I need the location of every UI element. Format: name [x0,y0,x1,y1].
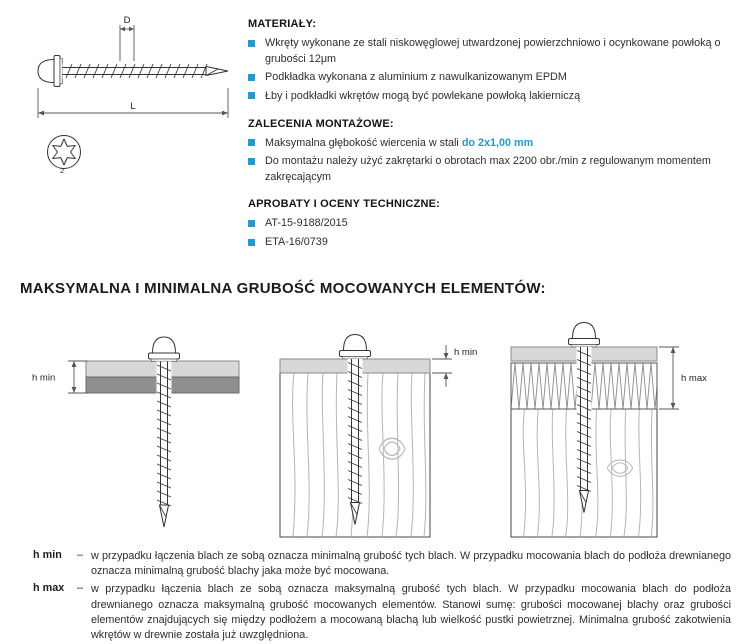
screw-horizontal [37,55,229,87]
bullet-square-icon [248,157,255,165]
assembly-item-highlight: do 2x1,00 mm [461,136,534,149]
approval-item: AT-15-9188/2015 [265,217,348,230]
diagram-sheet-to-sheet: h min [32,336,240,528]
list-item: Łby i podkładki wkrętów mogą być powleka… [248,89,731,105]
list-item: AT-15-9188/2015 [248,216,731,232]
list-item: Wkręty wykonane ze stali niskowęglowej u… [248,36,731,67]
definition-dash: – [77,582,84,595]
section-title: MAKSYMALNA I MINIMALNA GRUBOŚĆ MOCOWANYC… [20,279,546,297]
bullet-square-icon [248,92,255,100]
materials-heading: MATERIAŁY: [248,18,317,30]
h-min-label: h min [32,372,55,383]
assembly-block: ZALECENIA MONTAŻOWE: Maksymalna głębokoś… [248,118,731,186]
torx-drive-view: 2 [47,135,81,175]
definition-text: w przypadku łączenia blach ze sobą oznac… [91,583,731,642]
dimension-h-min: h min [32,360,88,394]
definition-dash: – [77,548,84,561]
bullet-square-icon [248,219,255,227]
definition-term: h max [33,582,65,595]
assembly-item-text: Maksymalna głębokość wiercenia w stali [265,136,462,149]
approvals-list: AT-15-9188/2015 ETA-16/0739 [248,216,731,250]
bullet-square-icon [248,238,255,246]
dimension-h-min: h min [431,344,477,387]
drive-size-label: 2 [60,166,64,175]
definition-row: h min – w przypadku łączenia blach ze so… [33,549,731,580]
materials-item: Łby i podkładki wkrętów mogą być powleka… [265,89,581,102]
list-item: ETA-16/0739 [248,235,731,251]
assembly-item: Do montażu należy użyć zakrętarki o obro… [265,155,711,183]
list-item: Maksymalna głębokość wiercenia w stali d… [248,136,731,152]
materials-item: Wkręty wykonane ze stali niskowęglowej u… [265,37,721,65]
diagram-sheet-to-wood: h min [279,333,477,538]
h-min-label: h min [454,347,477,358]
definition-term: h min [33,548,62,561]
info-column: MATERIAŁY: Wkręty wykonane ze stali nisk… [238,14,731,264]
bullet-square-icon [248,73,255,81]
technical-drawing-column: D L 2 [14,14,238,264]
h-max-label: h max [681,373,707,384]
approvals-block: APROBATY I OCENY TECHNICZNE: AT-15-9188/… [248,198,731,250]
definition-text: w przypadku łączenia blach ze sobą oznac… [91,549,731,578]
top-section: D L 2 [0,0,747,264]
approvals-heading: APROBATY I OCENY TECHNICZNE: [248,198,441,211]
assembly-heading: ZALECENIA MONTAŻOWE: [248,117,394,130]
list-item: Do montażu należy użyć zakrętarki o obro… [248,154,731,185]
bullet-square-icon [248,39,255,47]
screw-side-view-drawing: D L 2 [37,15,229,175]
dimension-d: D [119,15,135,61]
diagram-max-thickness: h max [510,321,707,538]
length-label: L [130,101,135,112]
list-item: Podkładka wykonana z aluminium z nawulka… [248,70,731,86]
definition-row: h max – w przypadku łączenia blach ze so… [33,582,731,643]
assembly-list: Maksymalna głębokość wiercenia w stali d… [248,136,731,186]
bullet-square-icon [248,139,255,147]
dimension-l: L [37,88,229,118]
diagrams-row: h min h min [0,303,747,541]
approval-item: ETA-16/0739 [265,236,328,249]
torx-star-icon [52,138,76,166]
definitions-section: h min – w przypadku łączenia blach ze so… [0,541,747,644]
dimension-h-max: h max [659,346,707,410]
materials-block: MATERIAŁY: Wkręty wykonane ze stali nisk… [248,18,731,105]
materials-list: Wkręty wykonane ze stali niskowęglowej u… [248,36,731,105]
diameter-label: D [124,15,131,26]
materials-item: Podkładka wykonana z aluminium z nawulka… [265,71,567,84]
